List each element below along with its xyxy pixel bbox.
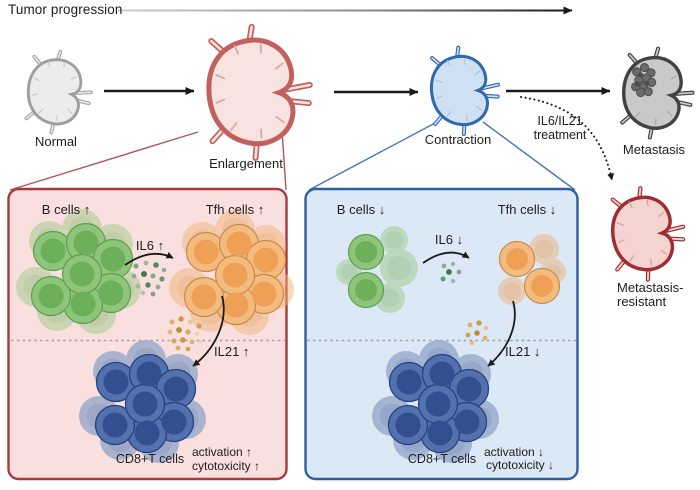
stage-label-normal: Normal xyxy=(35,134,77,149)
treatment-label-line2: treatment xyxy=(533,128,587,142)
left-cytotoxicity-label: cytotoxicity ↑ xyxy=(191,459,261,473)
il21-dots-increased xyxy=(167,316,203,352)
lymph-node-metastasis xyxy=(620,46,695,140)
tumor-cell-cluster xyxy=(631,62,657,98)
cd8-cell-cluster-activated xyxy=(79,340,206,463)
funnel-lines-left xyxy=(9,129,287,191)
funnel-lines-right xyxy=(308,121,576,191)
il21-dots-decreased xyxy=(465,320,489,346)
left-tfh-cells-label: Tfh cells ↑ xyxy=(205,202,265,217)
right-il6-label: IL6 ↓ xyxy=(434,232,464,247)
left-cd8-label: CD8+T cells xyxy=(115,452,185,466)
treatment-label-line1: IL6/IL21 xyxy=(537,114,583,128)
left-activation-label: activation ↑ xyxy=(191,445,253,459)
b-cell-cluster-increased xyxy=(16,209,141,334)
stage-label-metastasis: Metastasis xyxy=(622,142,686,157)
treatment-dashed-arrow xyxy=(520,96,615,181)
b-cell-cluster-decreased xyxy=(336,226,418,313)
right-tfh-cells-label: Tfh cells ↓ xyxy=(497,202,557,217)
lymph-node-metastasis-resistant xyxy=(610,186,686,282)
left-il6-label: IL6 ↑ xyxy=(135,238,165,253)
lymph-node-enlargement xyxy=(206,23,313,161)
right-activation-label: activation ↓ xyxy=(483,445,545,459)
cd8-cell-cluster-suppressed xyxy=(372,340,499,463)
il6-arrow-right xyxy=(422,251,470,264)
lymph-node-normal xyxy=(24,49,93,135)
il21-arrow-right xyxy=(487,300,516,367)
il6-dots-decreased xyxy=(440,261,462,284)
stage-arrows xyxy=(104,87,611,96)
right-il21-label: IL21 ↓ xyxy=(505,344,541,359)
left-b-cells-label: B cells ↑ xyxy=(41,202,91,217)
right-b-cells-label: B cells ↓ xyxy=(336,202,386,217)
right-cd8-label: CD8+T cells xyxy=(407,452,477,466)
il6-arrow-left xyxy=(124,251,174,266)
resistant-label-line1: Metastasis- xyxy=(617,280,684,295)
left-il21-label: IL21 ↑ xyxy=(214,344,250,359)
lymph-node-contraction xyxy=(429,45,500,137)
resistant-label-line2: resistant xyxy=(617,294,667,309)
stage-label-enlargement: Enlargement xyxy=(209,156,283,171)
tfh-cell-cluster-decreased xyxy=(498,234,566,305)
right-cytotoxicity-label: cytotoxicity ↓ xyxy=(485,458,555,472)
tfh-cell-cluster-increased xyxy=(169,210,294,335)
treatment-label: IL6/IL21 treatment xyxy=(534,114,587,142)
figure-title: Tumor progression xyxy=(8,2,123,17)
il21-arrow-left xyxy=(192,295,225,367)
stage-label-metastasis-resistant: Metastasis- resistant xyxy=(617,281,683,309)
stage-label-contraction: Contraction xyxy=(424,132,492,147)
il6-dots-increased xyxy=(131,260,167,297)
